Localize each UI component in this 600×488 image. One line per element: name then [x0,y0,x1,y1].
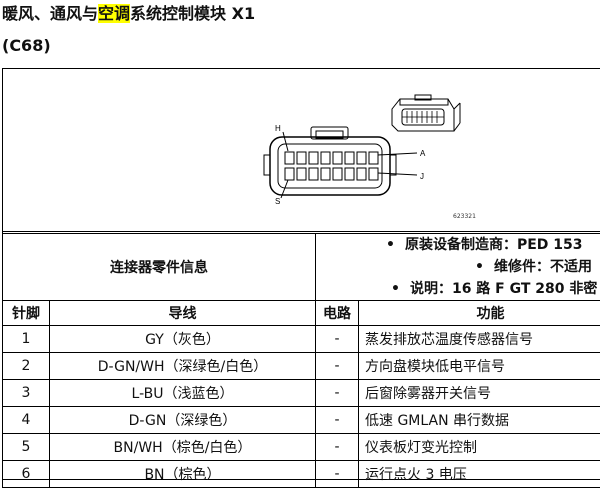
pin-cell: 1 [3,326,50,353]
connector-figure: H A J S 623321 [2,69,600,232]
title-text-before: 暖风、通风与 [2,4,98,23]
title-text-after: 系统控制模块 X1 [130,4,255,23]
function-cell: 后窗除雾器开关信号 [359,380,600,407]
column-header-row: 针脚 导线 电路 功能 [3,301,600,326]
wire-cell: BN（棕色） [50,461,316,488]
figure-code: 623321 [453,213,476,220]
circuit-cell: - [316,434,359,461]
pin-cell: 3 [3,380,50,407]
connector-diagram: H A J S [2,69,600,231]
pin-label-s: S [275,197,280,206]
column-header-wire: 导线 [50,301,316,326]
function-cell: 蒸发排放芯温度传感器信号 [359,326,600,353]
column-header-pin: 针脚 [3,301,50,326]
function-cell: 方向盘模块低电平信号 [359,353,600,380]
wire-cell: L-BU（浅蓝色） [50,380,316,407]
wire-cell: BN/WH（棕色/白色） [50,434,316,461]
column-header-circuit: 电路 [316,301,359,326]
function-cell: 仪表板灯变光控制 [359,434,600,461]
table-row: 1 GY（灰色） - 蒸发排放芯温度传感器信号 [3,326,600,353]
title-highlight: 空调 [98,4,130,23]
connector-info-details: 原装设备制造商：PED 153 维修件：不适用 说明：16 路 F GT 280… [316,234,600,301]
circuit-cell: - [316,326,359,353]
connector-table: 连接器零件信息 原装设备制造商：PED 153 维修件：不适用 说明：16 路 … [2,233,600,488]
table-row: 3 L-BU（浅蓝色） - 后窗除雾器开关信号 [3,380,600,407]
connector-info-row: 连接器零件信息 原装设备制造商：PED 153 维修件：不适用 说明：16 路 … [3,234,600,301]
function-cell: 运行点火 3 电压 [359,461,600,488]
pin-cell: 6 [3,461,50,488]
wire-cell: D-GN（深绿色） [50,407,316,434]
table-row: 2 D-GN/WH（深绿色/白色） - 方向盘模块低电平信号 [3,353,600,380]
wire-cell: D-GN/WH（深绿色/白色） [50,353,316,380]
table-row: 4 D-GN（深绿色） - 低速 GMLAN 串行数据 [3,407,600,434]
pin-label-j: J [420,172,424,181]
circuit-cell: - [316,407,359,434]
connector-code: (C68) [2,36,51,55]
info-item-service-part: 维修件：不适用 [316,256,600,278]
circuit-cell: - [316,353,359,380]
column-header-function: 功能 [359,301,600,326]
info-item-oem: 原装设备制造商：PED 153 [316,234,600,256]
page-title: 暖风、通风与空调系统控制模块 X1 [2,0,255,24]
circuit-cell: - [316,461,359,488]
table-row: 6 BN（棕色） - 运行点火 3 电压 [3,461,600,488]
info-item-description: 说明：16 路 F GT 280 非密 [316,278,600,300]
pin-cell: 5 [3,434,50,461]
wire-cell: GY（灰色） [50,326,316,353]
table-row: 5 BN/WH（棕色/白色） - 仪表板灯变光控制 [3,434,600,461]
connector-info-label: 连接器零件信息 [3,234,316,301]
pin-label-a: A [420,149,426,158]
circuit-cell: - [316,380,359,407]
pin-cell: 4 [3,407,50,434]
function-cell: 低速 GMLAN 串行数据 [359,407,600,434]
pin-cell: 2 [3,353,50,380]
pin-label-h: H [275,124,281,133]
